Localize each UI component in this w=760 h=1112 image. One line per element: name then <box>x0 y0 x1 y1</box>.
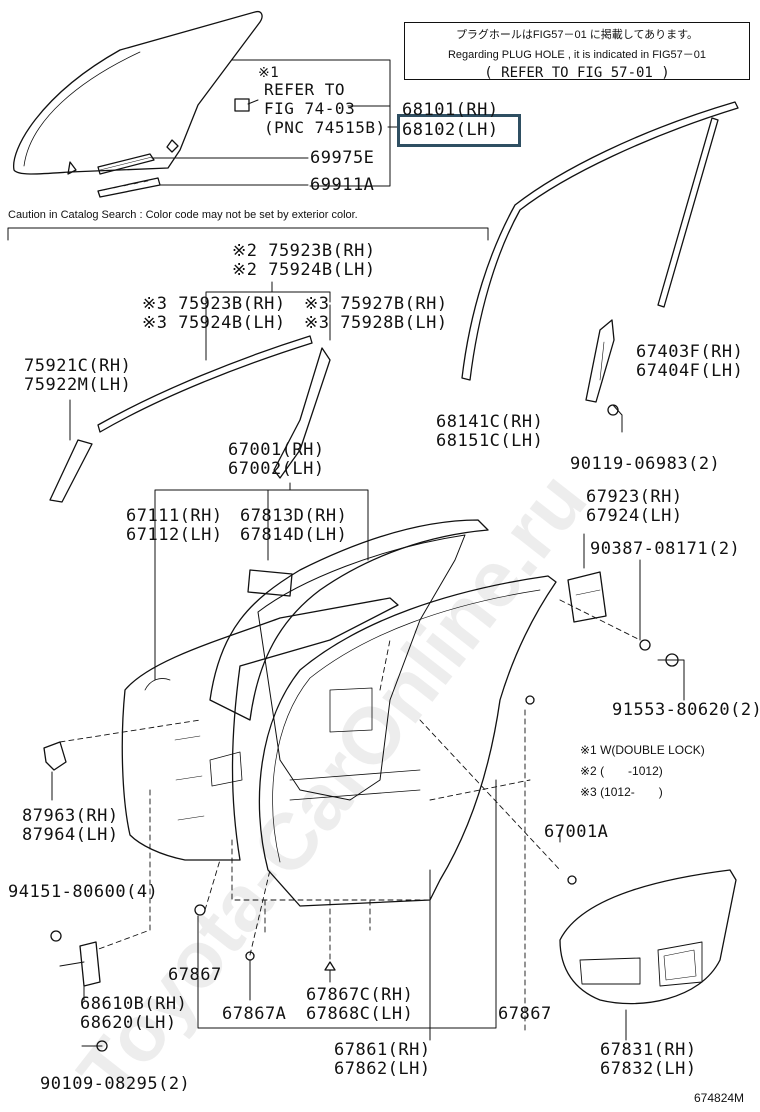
part-75921C: 75921C(RH) <box>24 356 132 376</box>
part-67001A: 67001A <box>544 822 609 842</box>
note-line-1: プラグホールはFIG57－01 に掲載してあります。 <box>455 29 699 41</box>
refer-mark: ※1 <box>258 65 280 81</box>
part-68151C: 68151C(LH) <box>436 431 544 451</box>
part-90119: 90119-06983(2) <box>570 454 721 474</box>
plug-hole-note: プラグホールはFIG57－01 に掲載してあります。 Regarding PLU… <box>404 22 750 81</box>
frame-moulding <box>461 101 739 381</box>
part-67002: 67002(LH) <box>228 459 325 479</box>
part-67862: 67862(LH) <box>334 1059 431 1079</box>
part-67831: 67831(RH) <box>600 1040 697 1060</box>
part-67814D: 67814D(LH) <box>240 525 348 545</box>
part-75923B-2: ※2 75923B(RH) <box>232 241 376 261</box>
pillar-garnish <box>585 319 623 433</box>
part-67868C: 67868C(LH) <box>306 1004 414 1024</box>
part-67867-left: 67867 <box>168 965 222 985</box>
part-75923B-3: ※3 75923B(RH) <box>142 294 286 314</box>
refer-line-1: REFER TO <box>264 80 346 99</box>
part-67923: 67923(RH) <box>586 487 683 507</box>
access-cover <box>43 741 67 771</box>
part-67111: 67111(RH) <box>126 506 223 526</box>
dashed-guides <box>59 599 641 1031</box>
refer-line-2: FIG 74-03 <box>264 99 356 118</box>
part-68620: 68620(LH) <box>80 1013 177 1033</box>
door-weatherstrip <box>258 575 557 907</box>
part-68102: 68102(LH) <box>402 120 499 140</box>
part-67861: 67861(RH) <box>334 1040 431 1060</box>
glass-run-strips <box>97 153 161 198</box>
part-67813D: 67813D(RH) <box>240 506 348 526</box>
legend-line-3: ※3 (1012- ) <box>580 785 663 799</box>
part-67867A: 67867A <box>222 1004 287 1024</box>
part-68141C: 68141C(RH) <box>436 412 544 432</box>
part-67404F: 67404F(LH) <box>636 361 744 381</box>
part-67112: 67112(LH) <box>126 525 223 545</box>
part-87963: 87963(RH) <box>22 806 119 826</box>
caution-bracket <box>7 227 489 241</box>
note-line-3: ( REFER TO FIG 57-01 ) <box>484 65 670 81</box>
part-67924: 67924(LH) <box>586 506 683 526</box>
figure-id: 674824M <box>694 1091 745 1105</box>
part-75924B-3: ※3 75924B(LH) <box>142 313 286 333</box>
legend-line-2: ※2 ( -1012) <box>580 764 663 778</box>
part-69975E: 69975E <box>310 148 375 168</box>
leaders-mid <box>154 482 685 701</box>
part-68101: 68101(RH) <box>402 100 499 120</box>
door-trim-panel <box>559 869 737 1041</box>
part-75922M: 75922M(LH) <box>24 375 132 395</box>
part-67001: 67001(RH) <box>228 440 325 460</box>
caution-text: Caution in Catalog Search : Color code m… <box>8 209 358 221</box>
part-91553: 91553-80620(2) <box>612 700 760 720</box>
legend-line-1: ※1 W(DOUBLE LOCK) <box>580 743 705 757</box>
leaders-bottom <box>197 779 561 1041</box>
part-87964: 87964(LH) <box>22 825 119 845</box>
part-94151: 94151-80600(4) <box>8 882 159 902</box>
note-line-2: Regarding PLUG HOLE , it is indicated in… <box>447 49 706 61</box>
part-75924B-2: ※2 75924B(LH) <box>232 260 376 280</box>
part-67403F: 67403F(RH) <box>636 342 744 362</box>
leaders-top <box>151 59 399 187</box>
part-75927B: ※3 75927B(RH) <box>304 294 448 314</box>
part-67867-right: 67867 <box>498 1004 552 1024</box>
door-glass <box>13 10 263 175</box>
part-67832: 67832(LH) <box>600 1059 697 1079</box>
door-shell <box>121 519 489 861</box>
door-hinge <box>50 930 108 1052</box>
part-69911A: 69911A <box>310 175 375 195</box>
part-90387: 90387-08171(2) <box>590 539 741 559</box>
part-75928B: ※3 75928B(LH) <box>304 313 448 333</box>
door-mouldings <box>49 281 331 503</box>
part-90109: 90109-08295(2) <box>40 1074 191 1094</box>
part-68610B: 68610B(RH) <box>80 994 188 1014</box>
part-67867C: 67867C(RH) <box>306 985 414 1005</box>
highlight-box <box>397 114 521 147</box>
check-bracket <box>525 571 679 705</box>
refer-line-3: (PNC 74515B) <box>264 118 386 137</box>
